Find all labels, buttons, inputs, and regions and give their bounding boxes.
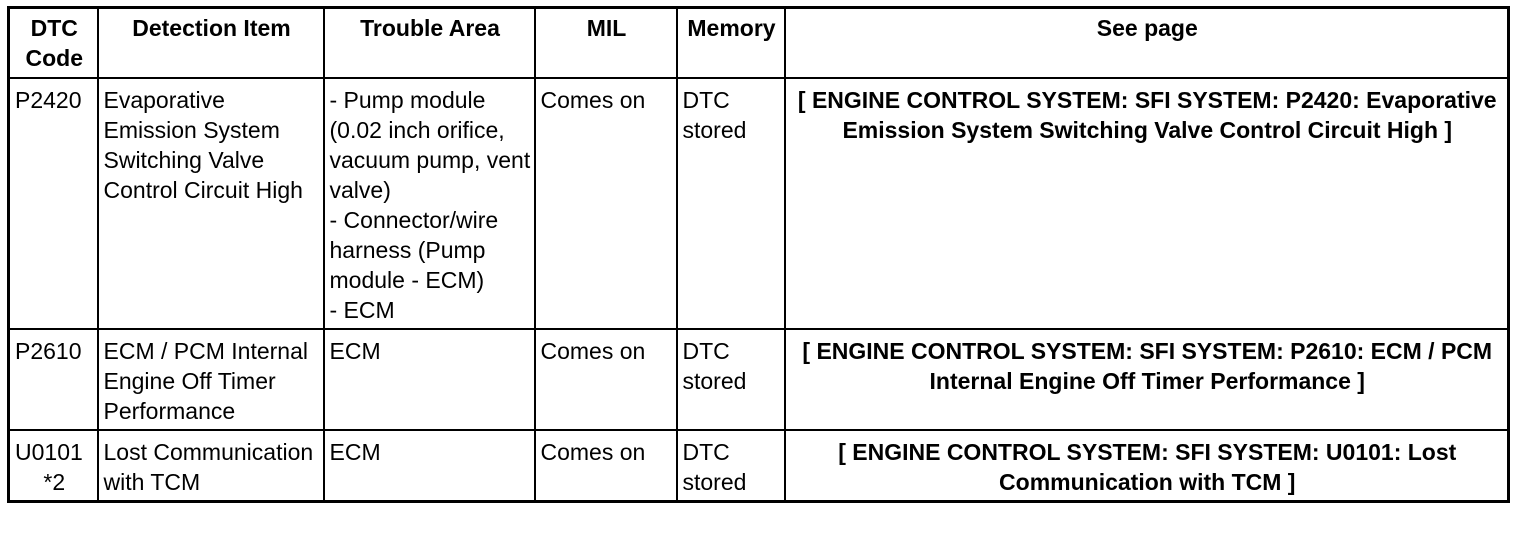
memory-cell: DTC stored <box>675 328 786 431</box>
detection-item-cell: Lost Communication with TCM <box>96 429 325 503</box>
table-row: P2420 Evaporative Emission System Switch… <box>7 77 1510 330</box>
dtc-code-cell: P2420 <box>7 77 99 330</box>
trouble-area-cell: - Pump module (0.02 inch orifice, vacuum… <box>322 77 536 330</box>
see-page-link[interactable]: [ ENGINE CONTROL SYSTEM: SFI SYSTEM: P24… <box>783 77 1510 330</box>
mil-cell: Comes on <box>533 429 678 503</box>
header-dtc-code: DTC Code <box>7 6 99 79</box>
memory-cell: DTC stored <box>675 77 786 330</box>
header-see-page: See page <box>783 6 1510 79</box>
header-memory: Memory <box>675 6 786 79</box>
dtc-code-note: *2 <box>43 469 66 495</box>
header-mil: MIL <box>533 6 678 79</box>
dtc-code-cell: P2610 <box>7 328 99 431</box>
dtc-table: DTC Code Detection Item Trouble Area MIL… <box>7 6 1510 503</box>
header-row: DTC Code Detection Item Trouble Area MIL… <box>7 6 1510 79</box>
mil-cell: Comes on <box>533 77 678 330</box>
see-page-link[interactable]: [ ENGINE CONTROL SYSTEM: SFI SYSTEM: P26… <box>783 328 1510 431</box>
memory-cell: DTC stored <box>675 429 786 503</box>
mil-cell: Comes on <box>533 328 678 431</box>
trouble-area-cell: ECM <box>322 429 536 503</box>
dtc-code-cell: U0101 *2 <box>7 429 99 503</box>
header-detection-item: Detection Item <box>96 6 325 79</box>
detection-item-cell: Evaporative Emission System Switching Va… <box>96 77 325 330</box>
detection-item-cell: ECM / PCM Internal Engine Off Timer Perf… <box>96 328 325 431</box>
table-row: U0101 *2 Lost Communication with TCM ECM… <box>7 429 1510 503</box>
see-page-link[interactable]: [ ENGINE CONTROL SYSTEM: SFI SYSTEM: U01… <box>783 429 1510 503</box>
table-row: P2610 ECM / PCM Internal Engine Off Time… <box>7 328 1510 431</box>
trouble-area-cell: ECM <box>322 328 536 431</box>
header-trouble-area: Trouble Area <box>322 6 536 79</box>
